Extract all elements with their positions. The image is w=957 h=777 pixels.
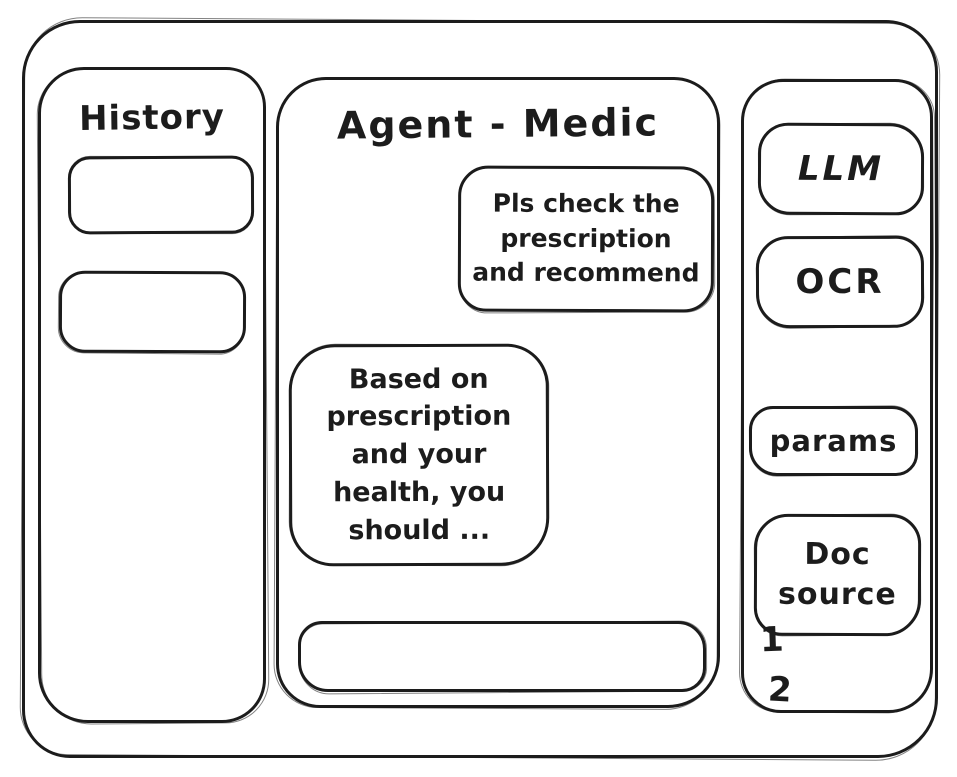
assistant-message-bubble: Based on prescription and your health, y… xyxy=(288,343,550,567)
params-button[interactable]: params xyxy=(749,406,918,476)
message-input-box[interactable] xyxy=(298,621,706,692)
doc-source-button[interactable]: Doc source xyxy=(753,513,922,637)
history-item[interactable] xyxy=(58,270,247,354)
llm-button[interactable]: LLM xyxy=(757,122,925,216)
message-input[interactable] xyxy=(301,624,703,689)
doc-source-item-2[interactable]: 2 xyxy=(766,669,793,711)
tools-panel: LLM OCR params Doc source 1 2 xyxy=(741,79,933,713)
chat-panel: Agent - Medic Pls check the prescription… xyxy=(276,77,720,708)
ocr-button[interactable]: OCR xyxy=(755,235,925,329)
history-item[interactable] xyxy=(67,155,255,235)
history-panel: History xyxy=(38,67,266,723)
history-title: History xyxy=(78,96,226,140)
doc-source-item-1[interactable]: 1 xyxy=(759,619,785,661)
user-message-bubble: Pls check the prescription and recommend xyxy=(457,165,715,313)
chat-title: Agent - Medic xyxy=(336,100,660,148)
app-frame: History Agent - Medic Pls check the pres… xyxy=(22,20,938,758)
